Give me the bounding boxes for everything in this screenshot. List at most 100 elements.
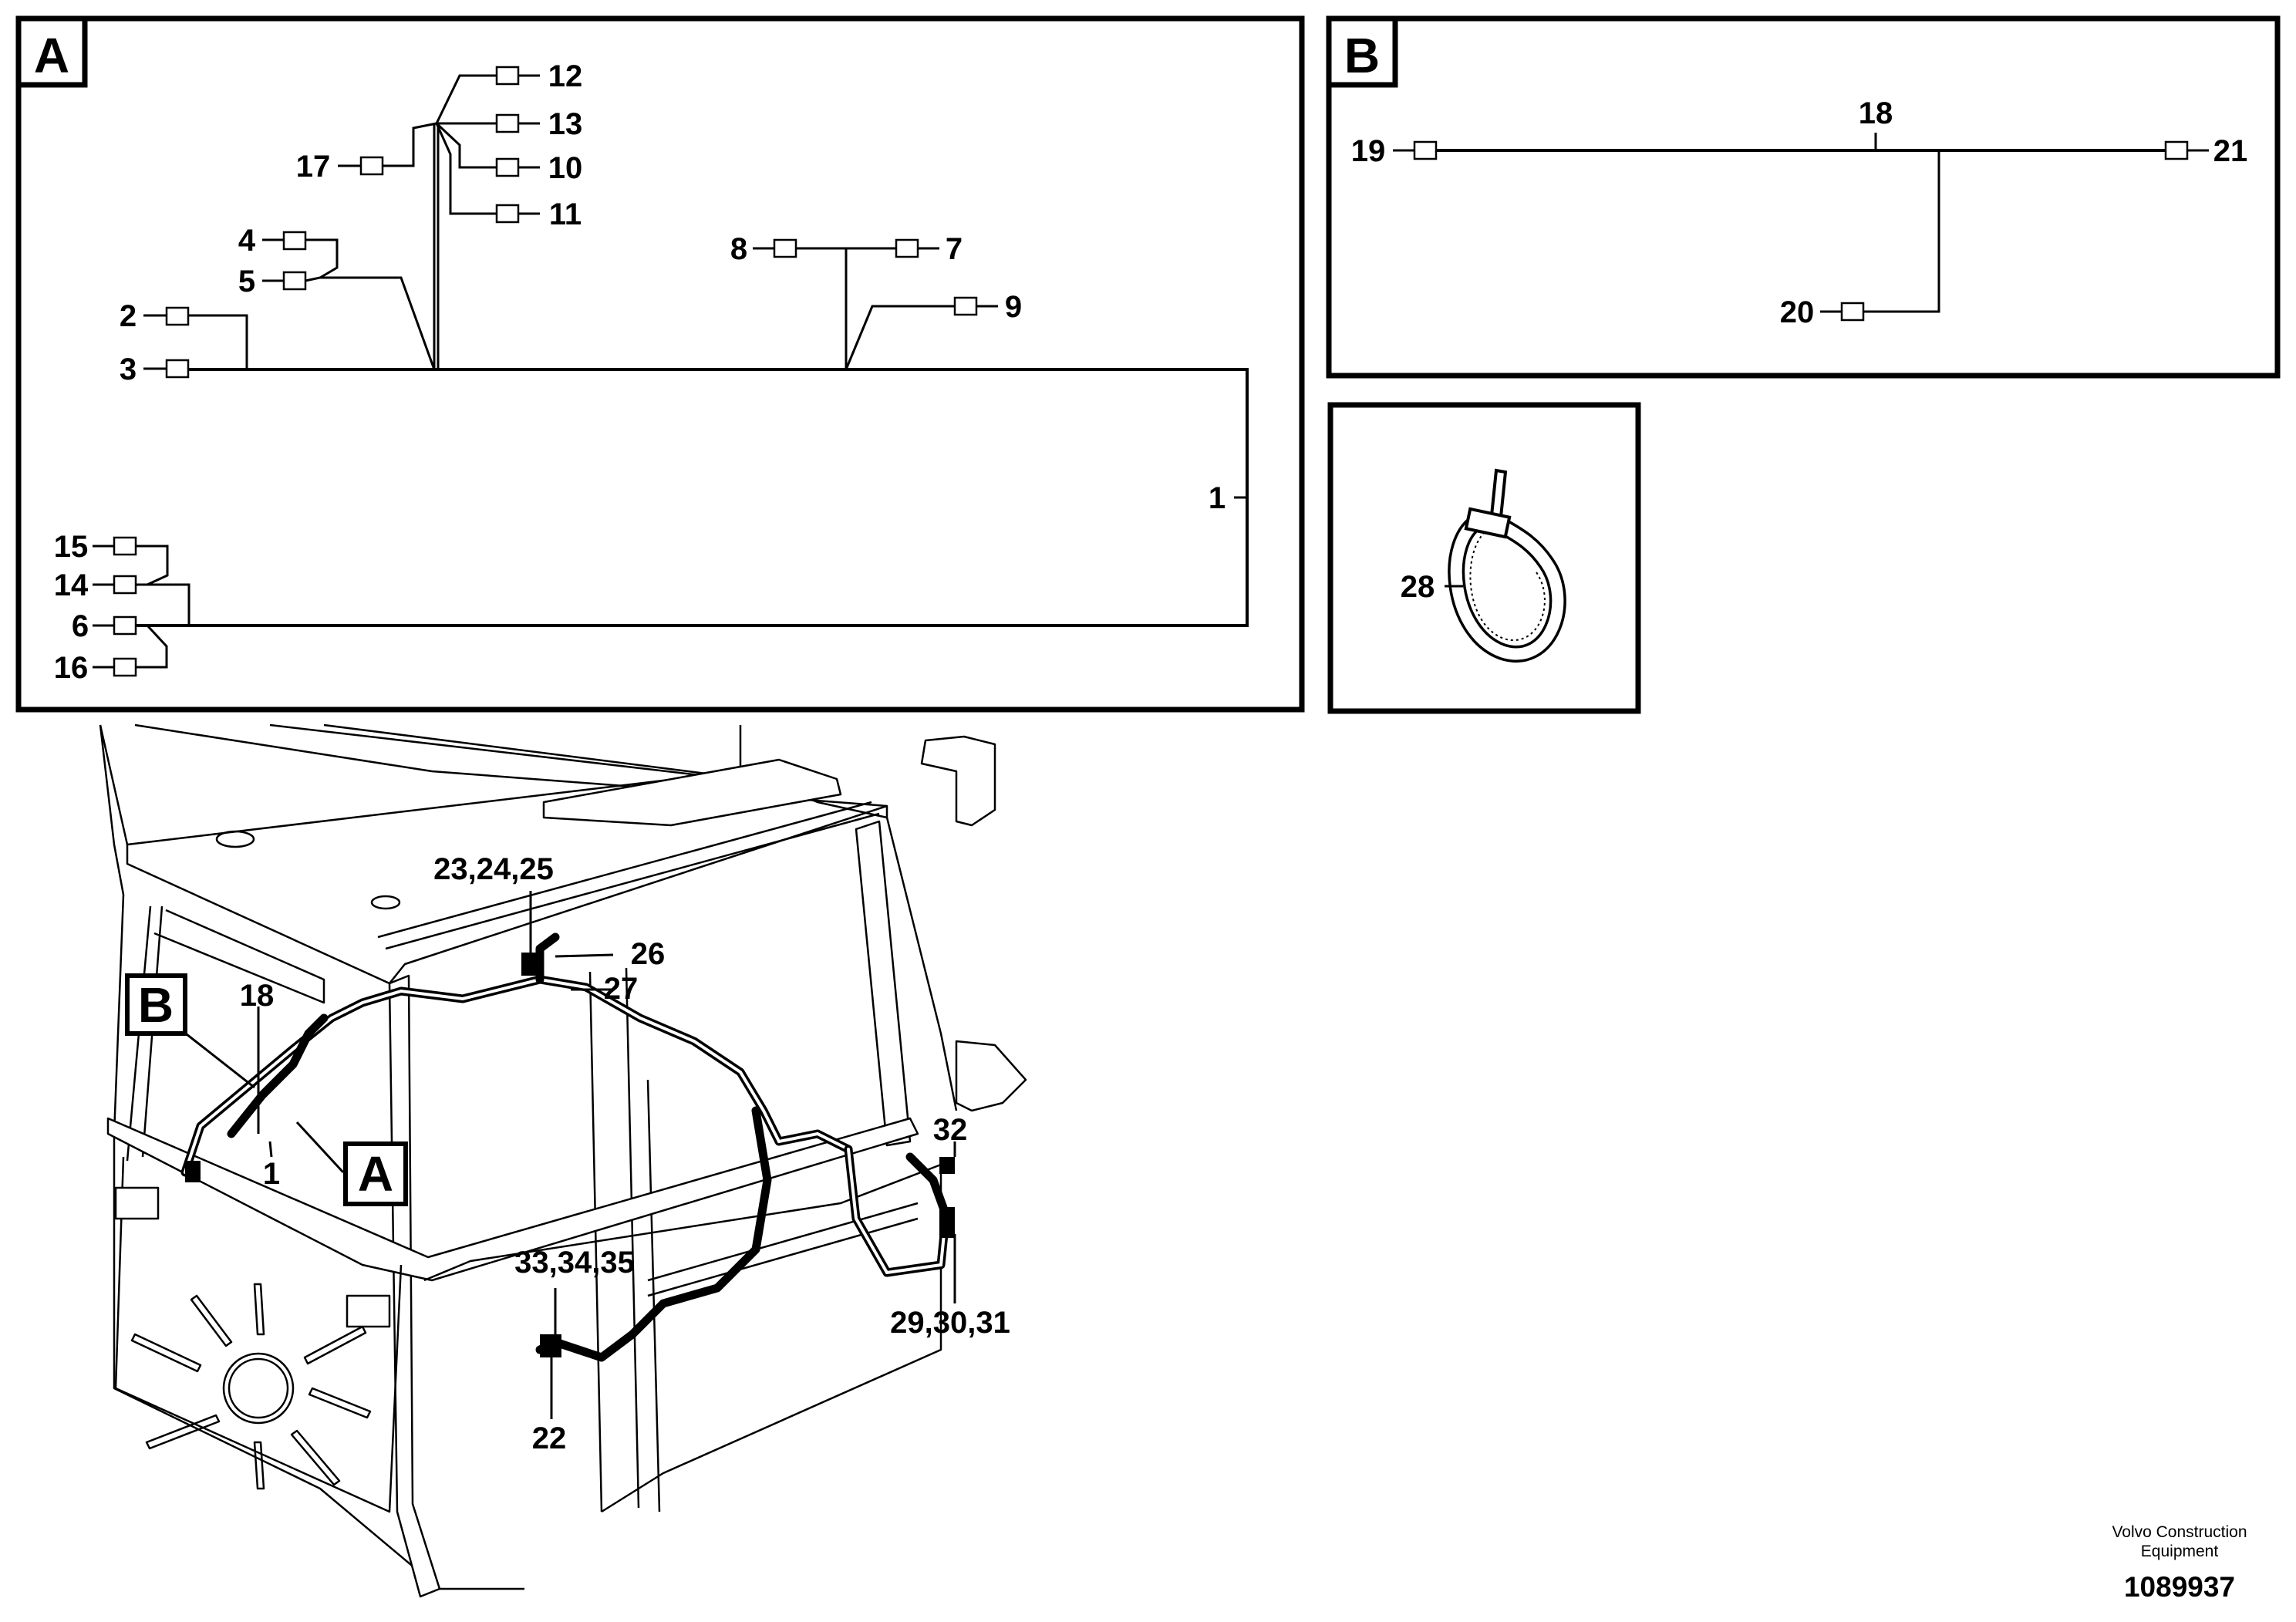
branch-2 xyxy=(188,314,248,369)
callout-32: 32 xyxy=(933,1113,968,1147)
rear-panel-port-inner xyxy=(228,1357,289,1419)
label-3: 3 xyxy=(120,352,137,386)
door-beam xyxy=(647,1202,919,1297)
panel-b: B 18 19 21 20 xyxy=(1326,15,2281,379)
mid-cross-beam xyxy=(106,1117,919,1282)
rear-panel-block-right xyxy=(346,1294,391,1328)
panel-tie-frame xyxy=(1327,402,1641,714)
callout-33-34-35: 33,34,35 xyxy=(514,1246,635,1280)
panel-cable-tie: 28 xyxy=(1327,402,1641,714)
connector-14 xyxy=(113,575,137,595)
label-15: 15 xyxy=(54,530,89,564)
callout-18: 18 xyxy=(240,979,275,1013)
connector-3 xyxy=(165,359,190,379)
tag-b-box xyxy=(125,973,187,1036)
tag-a-box xyxy=(343,1141,408,1206)
label-13: 13 xyxy=(548,107,583,141)
panel-a-letter: A xyxy=(34,28,69,83)
label-17: 17 xyxy=(296,150,331,184)
callout-1: 1 xyxy=(263,1157,280,1191)
label-8: 8 xyxy=(730,232,747,266)
roof-front-lip xyxy=(377,801,880,950)
label-16: 16 xyxy=(54,651,89,685)
panel-a-frame xyxy=(15,15,1305,713)
connector-19 xyxy=(1413,140,1438,160)
connector-21 xyxy=(2164,140,2189,160)
panel-b-letter-box xyxy=(1326,15,1398,88)
label-11: 11 xyxy=(549,197,582,231)
label-28: 28 xyxy=(1401,570,1435,604)
panel-b-frame xyxy=(1326,15,2281,379)
connector-15 xyxy=(113,536,137,556)
connector-17 xyxy=(359,156,384,176)
brand-line-1: Volvo Construction xyxy=(2112,1523,2247,1541)
clip-32 xyxy=(939,1157,955,1174)
panel-a: A 1 2 3 4 xyxy=(15,15,1305,713)
harness-trunk-a xyxy=(136,368,1249,627)
rear-panel-slots xyxy=(130,1283,372,1490)
front-left-pillar xyxy=(388,974,441,1598)
connector-10 xyxy=(495,157,520,177)
clip-22 xyxy=(540,1334,561,1357)
tag-b: B xyxy=(138,977,174,1033)
branch-4-5 xyxy=(305,238,436,370)
riser-main xyxy=(433,123,440,369)
cab-callout-leaders xyxy=(257,891,956,1419)
callout-29-30-31: 29,30,31 xyxy=(890,1306,1010,1340)
connector-4 xyxy=(282,231,307,251)
connector-13 xyxy=(495,113,520,133)
rear-upper-frame xyxy=(153,909,325,1004)
label-7: 7 xyxy=(946,232,963,266)
label-leaders-b xyxy=(1393,149,2209,313)
connector-12 xyxy=(495,66,520,86)
branch-20 xyxy=(1863,133,1940,313)
branch-7-8-9 xyxy=(787,247,955,370)
connector-5 xyxy=(282,271,307,291)
connector-9 xyxy=(953,296,978,316)
connector-8 xyxy=(773,238,797,258)
connector-11 xyxy=(495,204,520,224)
right-mirror-arm xyxy=(885,817,958,1111)
callout-22: 22 xyxy=(532,1421,567,1455)
clip-rear xyxy=(185,1161,201,1182)
branch-6-14-15-16 xyxy=(136,545,190,669)
bracket-mid-right xyxy=(955,1040,1027,1112)
label-5: 5 xyxy=(238,265,255,298)
front-lower-panel xyxy=(423,1163,942,1513)
label-19: 19 xyxy=(1351,134,1386,168)
tag-leaders xyxy=(175,1024,345,1174)
label-14: 14 xyxy=(54,568,89,602)
label-4: 4 xyxy=(238,224,256,258)
connector-16 xyxy=(113,657,137,677)
label-12: 12 xyxy=(548,59,583,93)
callout-27: 27 xyxy=(604,972,639,1006)
roof-hole-2 xyxy=(370,895,401,910)
cab-view: 23,24,25 26 27 18 1 32 33,34,35 29,30,31… xyxy=(99,723,1027,1598)
rear-panel-block-left xyxy=(114,1186,160,1220)
cable-tie-icon xyxy=(1448,468,1566,663)
connector-20 xyxy=(1840,302,1865,322)
callout-26: 26 xyxy=(631,937,666,971)
label-18: 18 xyxy=(1859,96,1893,130)
label-20: 20 xyxy=(1780,295,1815,329)
rear-lower-panel xyxy=(114,1156,403,1513)
label-leaders-a xyxy=(93,74,998,669)
brand-line-2: Equipment xyxy=(2141,1543,2219,1560)
panel-a-letter-box xyxy=(15,15,88,88)
label-2: 2 xyxy=(120,299,137,333)
tag-a: A xyxy=(358,1146,393,1202)
roof-hole-1 xyxy=(215,830,255,848)
label-9: 9 xyxy=(1005,290,1022,324)
panel-b-letter: B xyxy=(1344,28,1380,83)
document-number: 1089937 xyxy=(2124,1571,2235,1603)
connector-6 xyxy=(113,615,137,636)
label-10: 10 xyxy=(548,151,583,185)
callout-23-24-25: 23,24,25 xyxy=(433,852,554,886)
label-1: 1 xyxy=(1209,481,1226,515)
rear-panel-port xyxy=(222,1352,295,1425)
front-right-pillar xyxy=(855,820,912,1147)
roof-hatch xyxy=(542,758,842,827)
label-21: 21 xyxy=(2213,134,2248,168)
label-6: 6 xyxy=(72,609,89,643)
